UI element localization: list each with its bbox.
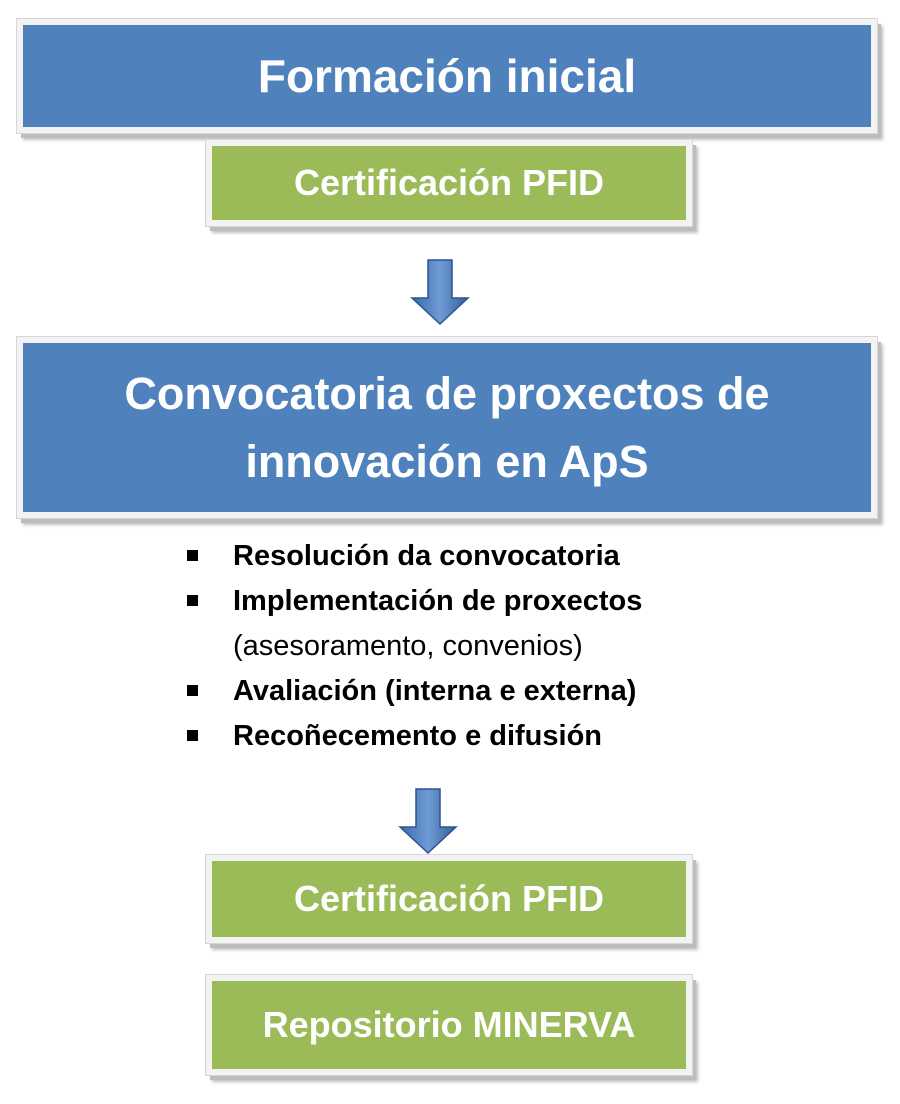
step-label: Resolución da convocatoria bbox=[233, 540, 620, 572]
box-repositorio-minerva: Repositorio MINERVA bbox=[205, 974, 693, 1076]
arrow-down-icon bbox=[398, 788, 458, 855]
list-item: Implementación de proxectos (asesorament… bbox=[185, 579, 745, 669]
box-convocatoria: Convocatoria de proxectos de innovación … bbox=[16, 336, 878, 519]
box-convocatoria-label: Convocatoria de proxectos de innovación … bbox=[124, 367, 770, 487]
box-repositorio-minerva-label: Repositorio MINERVA bbox=[262, 1004, 636, 1045]
list-item: Avaliación (interna e externa) bbox=[185, 669, 745, 714]
box-formacion-inicial-label: Formación inicial bbox=[257, 50, 637, 102]
square-bullet-icon bbox=[187, 685, 198, 696]
box-certificacion-2-label: Certificación PFID bbox=[293, 878, 605, 919]
step-label: Recoñecemento e difusión bbox=[233, 720, 603, 752]
square-bullet-icon bbox=[187, 595, 198, 606]
box-certificacion-1: Certificación PFID bbox=[205, 139, 693, 227]
square-bullet-icon bbox=[187, 550, 198, 561]
list-item: Resolución da convocatoria bbox=[185, 534, 745, 579]
step-label: Implementación de proxectos bbox=[233, 585, 643, 617]
list-item: Recoñecemento e difusión bbox=[185, 714, 745, 759]
box-certificacion-1-label: Certificación PFID bbox=[293, 162, 605, 203]
arrow-down-icon bbox=[410, 259, 470, 326]
box-formacion-inicial: Formación inicial bbox=[16, 18, 878, 134]
steps-list: Resolución da convocatoria Implementació… bbox=[185, 534, 745, 759]
step-label: Avaliación (interna e externa) bbox=[233, 675, 637, 707]
square-bullet-icon bbox=[187, 730, 198, 741]
step-detail: (asesoramento, convenios) bbox=[233, 630, 583, 662]
box-certificacion-2: Certificación PFID bbox=[205, 854, 693, 944]
